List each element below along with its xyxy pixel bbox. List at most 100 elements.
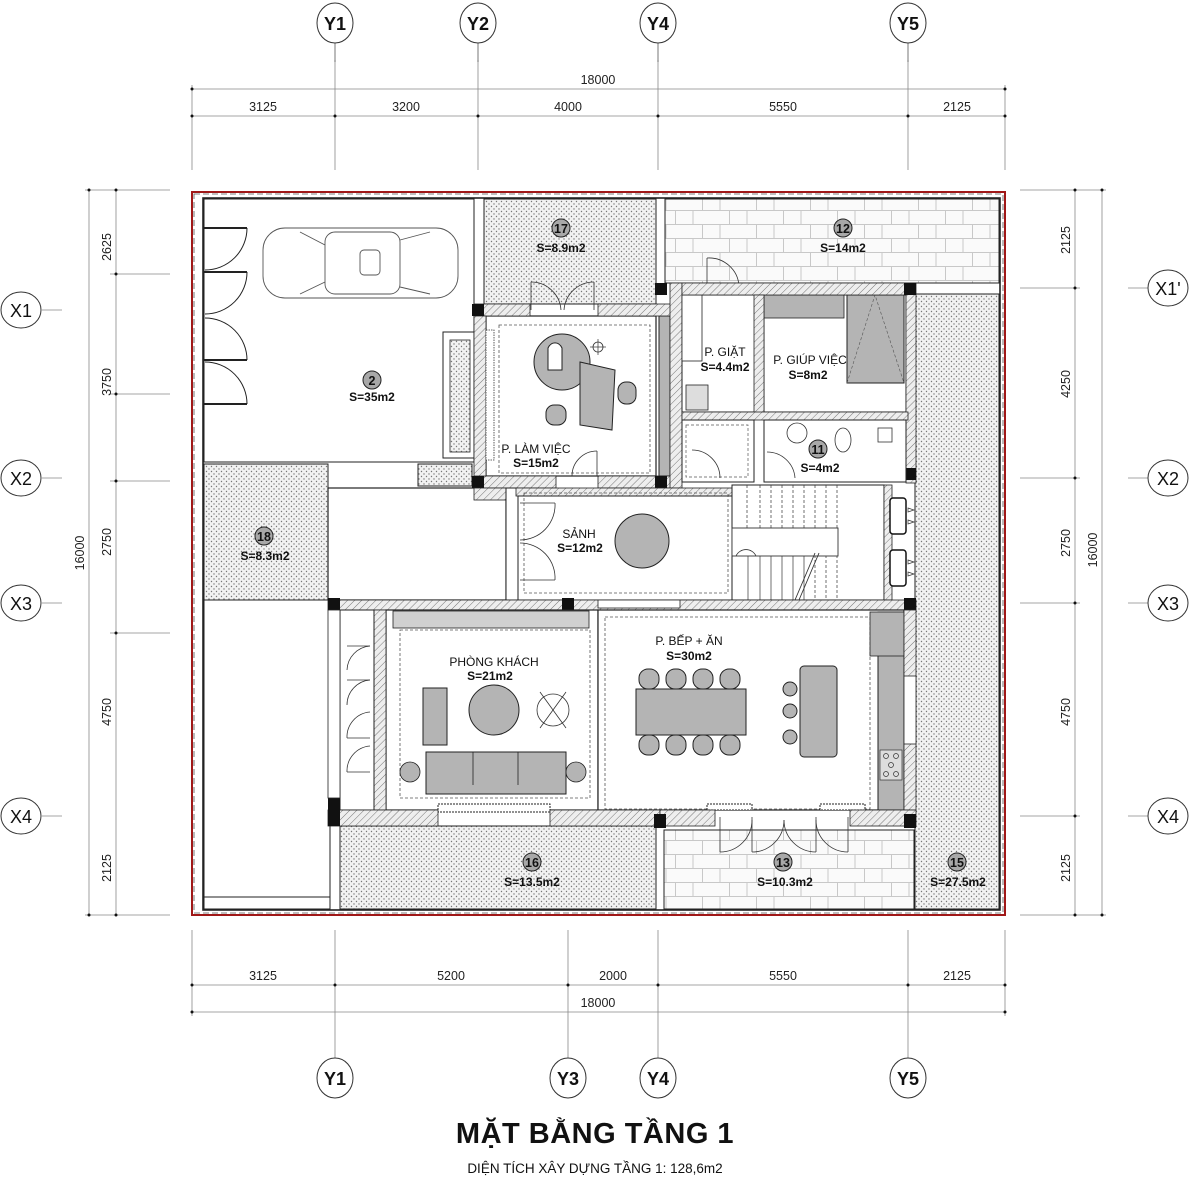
lobby-walls [473, 487, 733, 601]
floor-lamp-right [565, 761, 587, 783]
svg-text:17: 17 [554, 222, 568, 236]
top-dimension-4: 5550 [769, 100, 797, 114]
svg-text:X2: X2 [10, 469, 32, 489]
office-walls [472, 282, 683, 489]
svg-text:P. GIÚP VIỆC: P. GIÚP VIỆC [773, 352, 847, 367]
svg-text:12: 12 [836, 222, 850, 236]
x4-wall [327, 798, 917, 828]
washing-machine-icon [685, 384, 709, 411]
svg-text:18: 18 [257, 530, 271, 544]
svg-text:S=10.3m2: S=10.3m2 [757, 875, 813, 889]
svg-text:S=27.5m2: S=27.5m2 [930, 875, 986, 889]
svg-text:S=4.4m2: S=4.4m2 [700, 360, 749, 374]
office-door [530, 281, 595, 311]
car-icon [262, 227, 459, 299]
label-laundry: P. GIẶT S=4.4m2 [700, 344, 749, 374]
left-dimension-1: 2625 [100, 233, 114, 261]
armchair [422, 687, 448, 746]
svg-text:X3: X3 [10, 594, 32, 614]
bottom-dimension-2: 5200 [437, 969, 465, 983]
left-dimension-4: 4750 [100, 698, 114, 726]
stair-treads [746, 485, 838, 600]
axis-marker-x1prime-right: X1' [1147, 269, 1189, 307]
axis-marker-x2-right: X2 [1147, 459, 1189, 497]
svg-text:S=8.3m2: S=8.3m2 [240, 549, 289, 563]
label-room-2: 2 S=35m2 [349, 370, 395, 404]
zone-18-garden-top [417, 463, 473, 487]
driveway [327, 487, 507, 601]
right-dimension-3: 2750 [1059, 529, 1073, 557]
cooktop-icon [879, 749, 903, 781]
right-axis-markers: X1' X2 X3 X4 [1147, 269, 1189, 835]
svg-text:X1: X1 [10, 301, 32, 321]
left-dimensions [42, 189, 170, 916]
top-dimension-2: 3200 [392, 100, 420, 114]
axis-marker-x1-left: X1 [0, 291, 42, 329]
axis-marker-y1-bottom: Y1 [316, 1057, 354, 1099]
top-dimension-3: 4000 [554, 100, 582, 114]
axis-marker-x3-right: X3 [1147, 584, 1189, 622]
shower-drain-icon [877, 427, 893, 443]
label-room-12: 12 S=14m2 [820, 218, 866, 255]
drawing-subtitle: DIỆN TÍCH XÂY DỰNG TẦNG 1: 128,6m2 [467, 1161, 723, 1176]
wardrobe [763, 294, 845, 319]
top-dimension-5: 2125 [943, 100, 971, 114]
svg-text:S=30m2: S=30m2 [666, 649, 712, 663]
label-lobby: SẢNH S=12m2 [557, 526, 603, 555]
side-path [203, 599, 331, 910]
x3-wall [327, 598, 917, 611]
kitchen-sliding-door-left [706, 803, 753, 811]
svg-text:X3: X3 [1157, 594, 1179, 614]
axis-marker-y4-bottom: Y4 [639, 1057, 677, 1099]
label-room-13: 13 S=10.3m2 [757, 852, 813, 889]
sofa [425, 751, 567, 795]
svg-text:Y3: Y3 [557, 1069, 579, 1089]
svg-text:P. BẾP + ĂN: P. BẾP + ĂN [655, 633, 722, 648]
coffee-table [468, 684, 520, 736]
svg-text:P. LÀM VIỆC: P. LÀM VIỆC [501, 441, 570, 456]
toilet-icon [834, 427, 852, 453]
top-dimension-1: 3125 [249, 100, 277, 114]
ac-units [889, 497, 907, 587]
terrace-13-doors [719, 817, 849, 853]
svg-text:S=4m2: S=4m2 [800, 461, 839, 475]
zone-16-garden [339, 825, 657, 910]
right-dimension-4: 4750 [1059, 698, 1073, 726]
svg-text:13: 13 [776, 856, 790, 870]
left-total-dimension: 16000 [73, 536, 87, 571]
axis-marker-y3-bottom: Y3 [549, 1057, 587, 1099]
axis-marker-y5-bottom: Y5 [889, 1057, 927, 1099]
label-office: P. LÀM VIỆC S=15m2 [501, 441, 570, 470]
svg-text:PHÒNG KHÁCH: PHÒNG KHÁCH [449, 654, 538, 669]
svg-text:S=8m2: S=8m2 [788, 368, 827, 382]
svg-text:X1': X1' [1155, 279, 1180, 299]
lobby-entry-door [519, 502, 556, 581]
label-living-room: PHÒNG KHÁCH S=21m2 [449, 654, 538, 683]
svg-text:S=15m2: S=15m2 [513, 456, 559, 470]
svg-text:16: 16 [525, 856, 539, 870]
axis-marker-y4-top: Y4 [639, 2, 677, 62]
axis-marker-x4-left: X4 [0, 797, 42, 835]
axis-marker-x4-right: X4 [1147, 797, 1189, 835]
svg-text:Y1: Y1 [324, 14, 346, 34]
left-dimension-3: 2750 [100, 528, 114, 556]
svg-text:S=35m2: S=35m2 [349, 390, 395, 404]
bottom-dimension-3: 2000 [599, 969, 627, 983]
site-boundary [191, 191, 1006, 916]
living-room-folding-doors [346, 645, 371, 773]
label-room-11: 11 S=4m2 [800, 439, 840, 475]
svg-text:2: 2 [369, 374, 376, 388]
svg-text:Y5: Y5 [897, 14, 919, 34]
sink-icon [786, 422, 808, 444]
zone-12-terrace [664, 198, 1000, 284]
bar-stools [782, 681, 798, 745]
right-dimension-5: 2125 [1059, 854, 1073, 882]
top-axis-markers: Y1 Y2 Y4 Y5 [316, 2, 927, 62]
svg-text:S=21m2: S=21m2 [467, 669, 513, 683]
axis-marker-x2-left: X2 [0, 459, 42, 497]
floor-lamp-left [399, 761, 421, 783]
label-room-18: 18 S=8.3m2 [240, 526, 290, 563]
office-entry-door [571, 450, 598, 477]
label-kitchen-dining: P. BẾP + ĂN S=30m2 [655, 633, 722, 663]
